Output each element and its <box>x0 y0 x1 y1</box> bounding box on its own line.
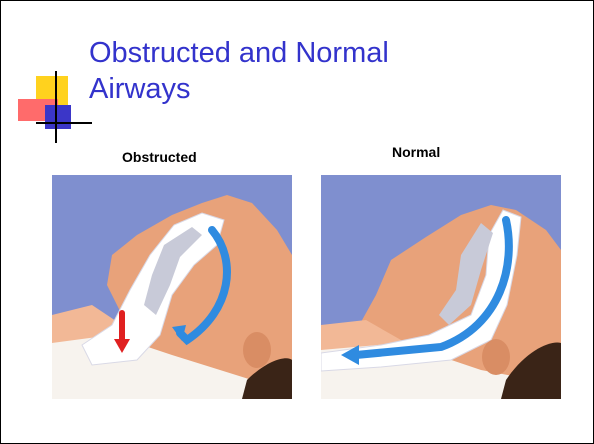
decorative-blue-square <box>45 105 71 129</box>
obstructed-caption: Obstructed <box>122 149 197 165</box>
decorative-vertical-line <box>55 71 57 143</box>
normal-airway-illustration <box>321 175 561 399</box>
obstructed-airway-illustration <box>52 175 292 399</box>
decorative-horizontal-line <box>36 122 92 124</box>
slide-title: Obstructed and Normal Airways <box>89 35 509 107</box>
normal-caption: Normal <box>392 144 440 160</box>
